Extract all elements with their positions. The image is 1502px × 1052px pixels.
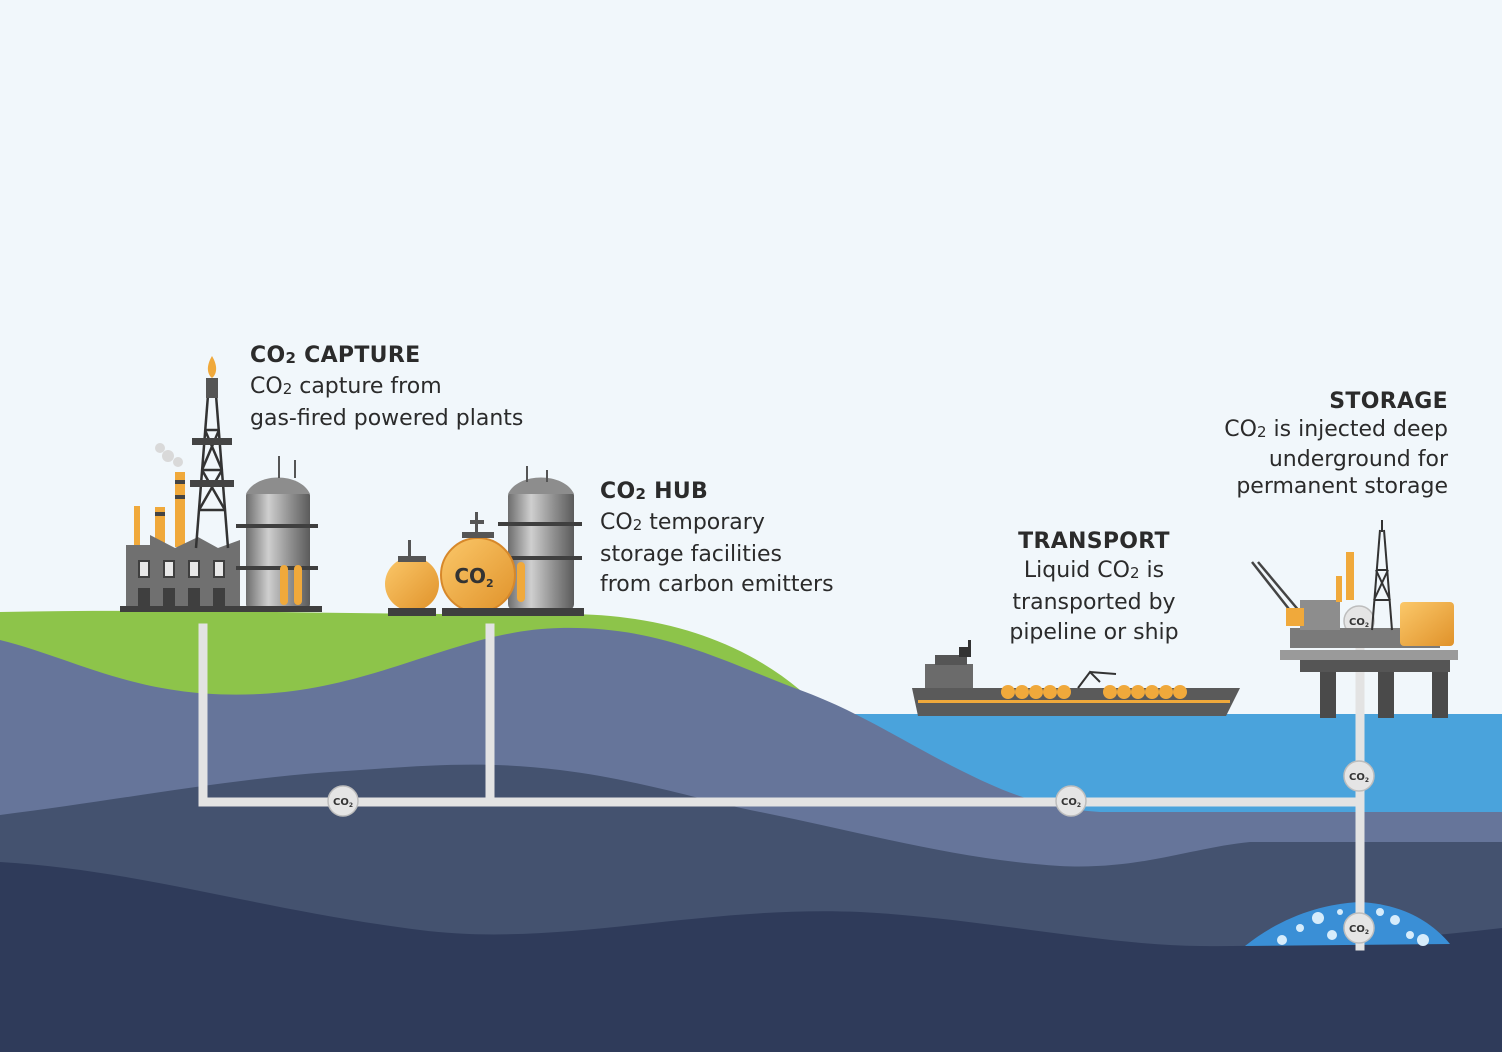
capture-line-2: gas-fired powered plants [250,406,524,431]
hub-line-3: from carbon emitters [600,572,834,597]
svg-text:CO2: CO2 [1349,924,1369,936]
capture-line-1: CO2 capture from [250,374,442,399]
co2-marker-5: CO2 [1343,912,1375,944]
capture-label: CO2 CAPTURE CO2 capture from gas-fired p… [250,342,523,434]
svg-text:CO2: CO2 [1061,797,1081,809]
storage-line-1: CO2 is injected deep [1224,417,1448,442]
storage-line-3: permanent storage [1236,474,1448,499]
storage-label: STORAGE CO2 is injected deep underground… [1224,388,1448,500]
co2-marker-2: CO2 [1055,785,1087,817]
hub-title: CO2 HUB [600,479,709,504]
hub-line-1: CO2 temporary [600,510,765,535]
hub-label: CO2 HUB CO2 temporary storage facilities… [600,478,834,600]
svg-text:CO2: CO2 [1349,772,1369,784]
hub-line-2: storage facilities [600,542,782,567]
transport-line-3: pipeline or ship [1009,620,1179,645]
storage-title: STORAGE [1329,389,1448,414]
co2-marker-1: CO2 [327,785,359,817]
svg-text:CO2: CO2 [333,797,353,809]
transport-label: TRANSPORT Liquid CO2 is transported by p… [988,528,1200,648]
svg-text:CO2: CO2 [1349,617,1369,629]
capture-title: CO2 CAPTURE [250,343,421,368]
transport-line-1: Liquid CO2 is [1023,558,1165,583]
transport-title: TRANSPORT [1018,529,1170,554]
rock-layer-3 [0,862,1502,1052]
co2-marker-3: CO2 [1343,760,1375,792]
co2-hub-facility: CO2 [385,466,584,616]
offshore-platform [1251,520,1458,718]
capture-power-plant [120,356,322,612]
transport-line-2: transported by [1012,590,1176,615]
transport-ship [912,640,1240,716]
storage-line-2: underground for [1268,447,1448,472]
reservoir-bubbles [1277,908,1429,946]
hub-tank-co2-label: CO2 [454,564,493,590]
